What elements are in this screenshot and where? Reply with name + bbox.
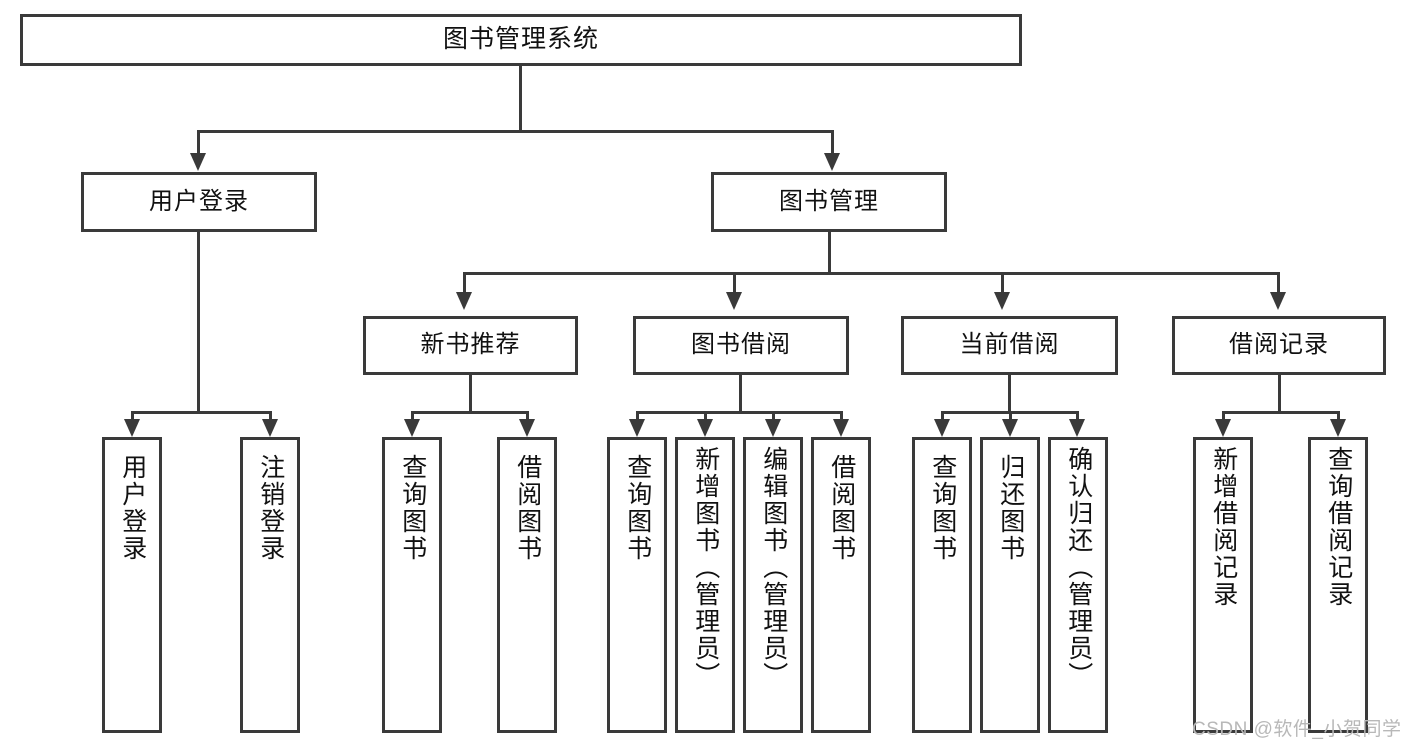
node-label: 注销登录 (256, 454, 285, 562)
arrowhead-book-borrow-leaf-4 (833, 419, 849, 437)
leaf-confirm-return-admin[interactable]: 确认归还（管理员） (1048, 437, 1108, 733)
node-label: 查询图书 (623, 454, 652, 562)
node-label: 查询图书 (928, 454, 957, 562)
arrowhead-to-logout-leaf (262, 419, 278, 437)
arrowhead-book-borrow-leaf-1 (629, 419, 645, 437)
arrowhead-borrow-record-leaf-2 (1330, 419, 1346, 437)
connector-current-borrow-drop-2 (1009, 411, 1012, 420)
leaf-query-book-current[interactable]: 查询图书 (912, 437, 972, 733)
node-book-management[interactable]: 图书管理 (711, 172, 947, 232)
arrowhead-book-borrow-leaf-3 (765, 419, 781, 437)
connector-book-borrow-drop-3 (772, 411, 775, 420)
connector-level3-bus (463, 272, 1280, 275)
leaf-borrow-book-new[interactable]: 借阅图书 (497, 437, 557, 733)
node-label: 查询图书 (398, 454, 427, 562)
connector-book-borrow-drop-4 (840, 411, 843, 420)
connector-borrow-record-stem (1278, 375, 1281, 411)
node-label: 新书推荐 (420, 331, 521, 359)
node-label: 图书管理系统 (442, 25, 599, 54)
node-current-borrow[interactable]: 当前借阅 (901, 316, 1118, 375)
leaf-add-borrow-record[interactable]: 新增借阅记录 (1193, 437, 1253, 733)
connector-level3-drop-1 (463, 272, 466, 293)
connector-borrow-record-bus (1222, 411, 1340, 414)
node-borrow-record[interactable]: 借阅记录 (1172, 316, 1386, 375)
arrowhead-current-borrow-leaf-2 (1002, 419, 1018, 437)
connector-current-borrow-drop-1 (941, 411, 944, 420)
connector-book-borrow-bus (636, 411, 843, 414)
node-label: 编辑图书（管理员） (759, 446, 788, 689)
arrowhead-to-current-borrow (994, 292, 1010, 310)
arrowhead-to-borrow-record (1270, 292, 1286, 310)
connector-user-login-bus (131, 411, 269, 414)
node-label: 借阅图书 (827, 454, 856, 562)
node-label: 查询借阅记录 (1324, 446, 1353, 608)
connector-root-drop-right (831, 130, 834, 155)
arrowhead-to-book-borrow (726, 292, 742, 310)
connector-borrow-record-drop-1 (1222, 411, 1225, 420)
connector-book-management-stem (828, 232, 831, 272)
node-label: 图书管理 (779, 187, 879, 215)
arrowhead-new-book-leaf-1 (404, 419, 420, 437)
leaf-query-book-borrow[interactable]: 查询图书 (607, 437, 667, 733)
node-new-book-recommend[interactable]: 新书推荐 (363, 316, 578, 375)
connector-user-login-stem (197, 232, 200, 411)
node-label: 用户登录 (118, 454, 147, 562)
leaf-return-book[interactable]: 归还图书 (980, 437, 1040, 733)
leaf-query-book-new[interactable]: 查询图书 (382, 437, 442, 733)
connector-root-stem (519, 66, 522, 130)
connector-book-borrow-drop-1 (636, 411, 639, 420)
node-book-borrow[interactable]: 图书借阅 (633, 316, 849, 375)
connector-level3-drop-2 (733, 272, 736, 293)
node-label: 新增借阅记录 (1209, 446, 1238, 608)
connector-new-book-drop-2 (526, 411, 529, 420)
connector-borrow-record-drop-2 (1337, 411, 1340, 420)
connector-new-book-bus (411, 411, 529, 414)
leaf-borrow-book[interactable]: 借阅图书 (811, 437, 871, 733)
leaf-user-login[interactable]: 用户登录 (102, 437, 162, 733)
node-label: 用户登录 (149, 187, 249, 215)
node-label: 确认归还（管理员） (1064, 446, 1093, 689)
arrowhead-new-book-leaf-2 (519, 419, 535, 437)
node-label: 借阅记录 (1229, 331, 1329, 359)
leaf-add-book-admin[interactable]: 新增图书（管理员） (675, 437, 735, 733)
arrowhead-borrow-record-leaf-1 (1215, 419, 1231, 437)
connector-root-drop-left (197, 130, 200, 155)
node-label: 借阅图书 (513, 454, 542, 562)
arrowhead-to-new-book-recommend (456, 292, 472, 310)
node-label: 当前借阅 (959, 331, 1060, 359)
arrowhead-to-book-management (824, 153, 840, 171)
arrowhead-to-user-login (190, 153, 206, 171)
connector-root-bus (197, 130, 834, 133)
node-label: 图书借阅 (691, 331, 791, 359)
arrowhead-current-borrow-leaf-1 (934, 419, 950, 437)
connector-book-borrow-stem (739, 375, 742, 411)
connector-user-login-drop-2 (269, 411, 272, 420)
connector-new-book-drop-1 (411, 411, 414, 420)
arrowhead-to-user-login-leaf (124, 419, 140, 437)
arrowhead-book-borrow-leaf-2 (697, 419, 713, 437)
arrowhead-current-borrow-leaf-3 (1069, 419, 1085, 437)
node-label: 新增图书（管理员） (691, 446, 720, 689)
leaf-logout[interactable]: 注销登录 (240, 437, 300, 733)
node-user-login[interactable]: 用户登录 (81, 172, 317, 232)
leaf-query-borrow-record[interactable]: 查询借阅记录 (1308, 437, 1368, 733)
leaf-edit-book-admin[interactable]: 编辑图书（管理员） (743, 437, 803, 733)
connector-level3-drop-4 (1277, 272, 1280, 293)
node-label: 归还图书 (996, 454, 1025, 562)
connector-book-borrow-drop-2 (704, 411, 707, 420)
connector-level3-drop-3 (1001, 272, 1004, 293)
connector-user-login-drop-1 (131, 411, 134, 420)
connector-current-borrow-stem (1008, 375, 1011, 411)
node-root-book-management-system[interactable]: 图书管理系统 (20, 14, 1022, 66)
connector-new-book-stem (469, 375, 472, 411)
connector-current-borrow-drop-3 (1076, 411, 1079, 420)
